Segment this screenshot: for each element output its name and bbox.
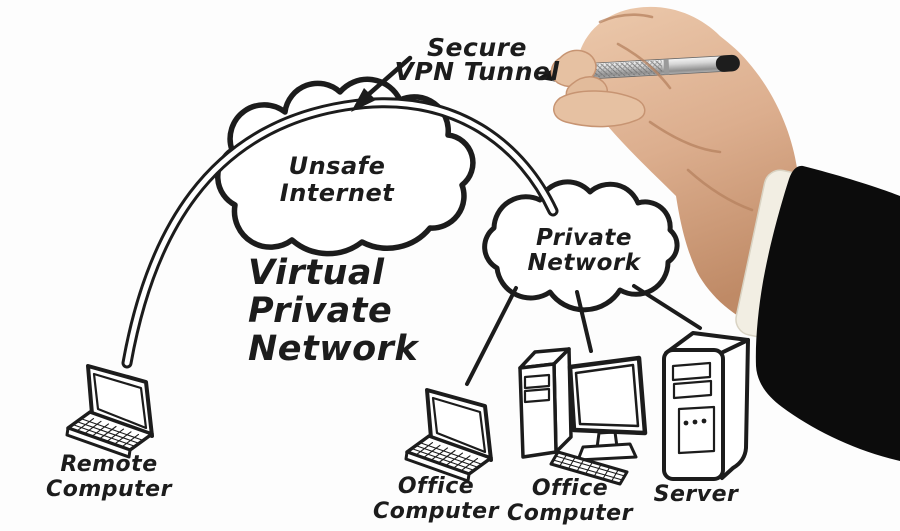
diagram-title-line: Private [248,291,393,331]
remote-computer-line: Remote [60,452,158,477]
diagram-title: Virtual Private Network [248,254,418,368]
unsafe-internet-label: Unsafe Internet [280,153,394,207]
thumb [553,90,646,128]
office-laptop-line: Computer [373,499,499,524]
pen-cap [715,54,740,72]
private-network-label: Private Network [527,226,640,276]
hand-with-pen [536,6,900,461]
private-network-cloud [482,179,680,313]
server-line: Server [653,482,739,507]
link-office-desktop [575,290,593,353]
office-laptop-line: Office [397,474,475,499]
office-laptop-label: Office Computer [373,474,499,524]
remote-computer-line: Computer [46,477,172,502]
remote-computer-label: Remote Computer [46,452,172,502]
private-network-line: Private [536,225,632,251]
office-desktop-line: Office [531,476,609,501]
private-network-line: Network [527,250,641,276]
tunnel-label: Secure VPN Tunnel [394,33,560,86]
server-icon [662,331,750,481]
suit-sleeve [755,165,900,461]
office-desktop-line: Computer [507,501,633,526]
link-office-laptop [465,286,518,386]
office-desktop-label: Office Computer [507,476,633,526]
office-laptop-icon [404,388,493,483]
tunnel-label-line: VPN Tunnel [394,57,560,86]
tunnel-label-line: Secure [427,33,527,62]
tunnel-arrow [351,55,413,112]
diagram-title-line: Network [248,329,419,369]
vpn-tunnel-arc [121,97,559,369]
unsafe-internet-line: Unsafe [288,152,386,180]
remote-laptop-icon [65,364,154,459]
desktop-computer-icon [518,347,648,486]
link-server [632,284,702,330]
server-label: Server [654,482,739,507]
network-links [465,284,702,386]
unsafe-internet-line: Internet [279,179,395,207]
diagram-title-line: Virtual [248,253,385,293]
